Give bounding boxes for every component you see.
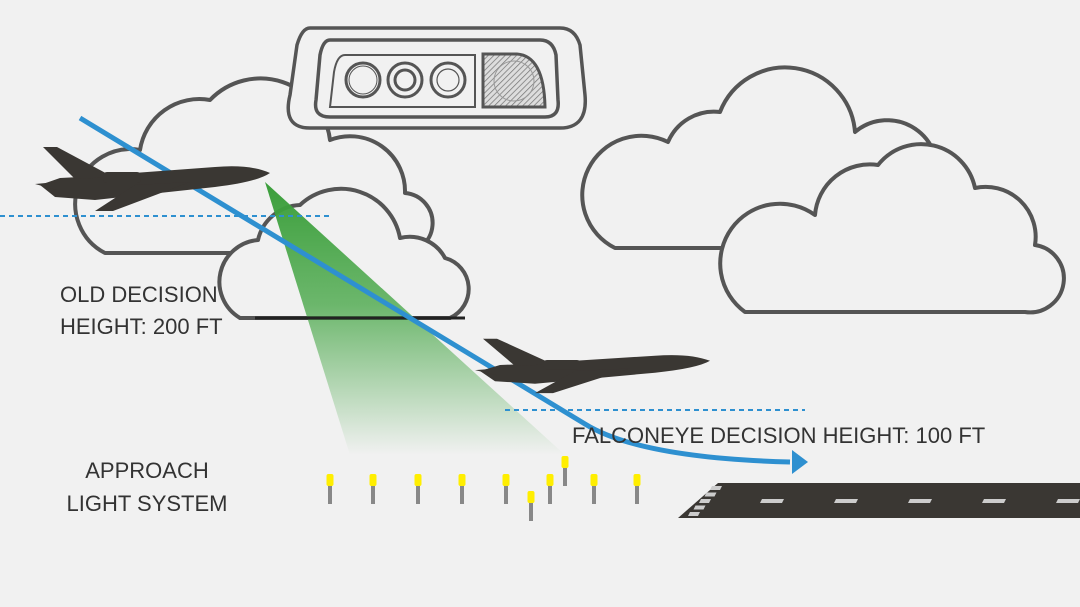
- threshold-marking: [704, 492, 717, 497]
- approach-light: [458, 474, 466, 504]
- approach-label-line1: APPROACH: [85, 458, 208, 483]
- falconeye-decision-label: FALCONEYE DECISION HEIGHT: 100 FT: [572, 423, 985, 448]
- centerline-marking: [982, 499, 1006, 503]
- approach-light: [633, 474, 641, 504]
- centerline-marking: [1056, 499, 1080, 503]
- centerline-marking: [760, 499, 784, 503]
- old-decision-label-line1: OLD DECISION: [60, 282, 218, 307]
- cloud-right-front: [718, 142, 1066, 315]
- approach-path: [78, 115, 791, 465]
- old-decision-label-line2: HEIGHT: 200 FT: [60, 314, 223, 339]
- threshold-marking: [710, 486, 722, 490]
- aircraft-falconeye: [475, 338, 710, 394]
- centerline-marking: [834, 499, 858, 503]
- approach-light: [326, 474, 334, 504]
- hud-display-icon: [286, 26, 588, 130]
- threshold-marking: [693, 505, 706, 510]
- threshold-marking: [688, 512, 700, 516]
- approach-light: [546, 474, 554, 504]
- approach-light: [369, 474, 377, 504]
- approach-light: [414, 474, 422, 504]
- approach-light: [527, 491, 535, 521]
- approach-label-line2: LIGHT SYSTEM: [67, 491, 228, 516]
- approach-light: [502, 474, 510, 504]
- threshold-marking: [699, 499, 711, 503]
- approach-light: [561, 456, 569, 486]
- centerline-marking: [908, 499, 932, 503]
- arrow-head-icon: [792, 450, 808, 474]
- approach-light: [590, 474, 598, 504]
- runway: [678, 483, 1080, 518]
- approach-lights: [326, 456, 641, 521]
